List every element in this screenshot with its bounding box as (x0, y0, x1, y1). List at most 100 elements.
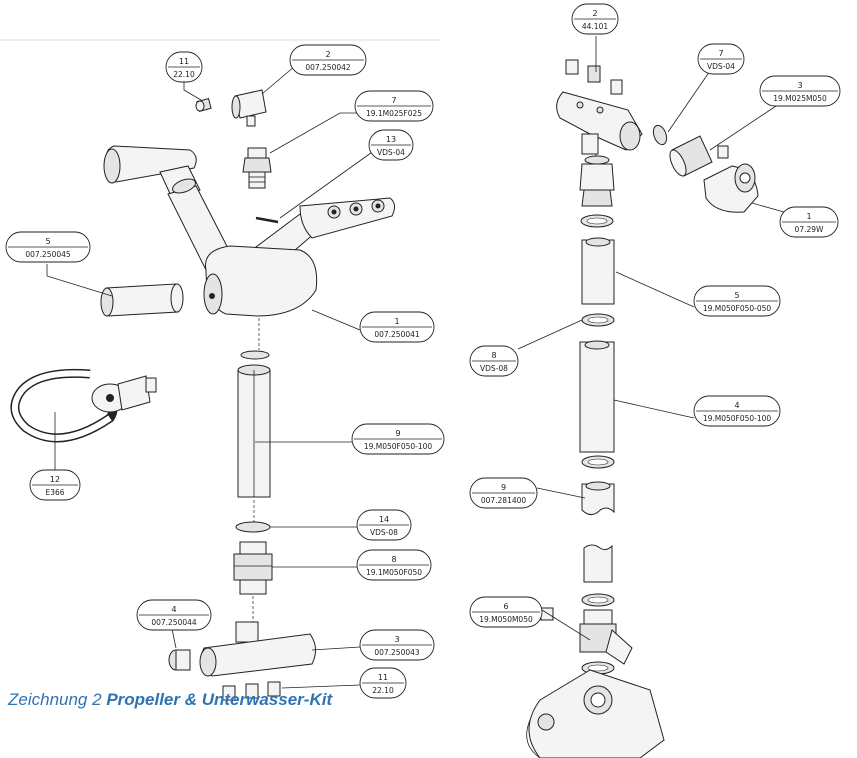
left-part-number: 3 (394, 635, 399, 644)
fitting-8 (233, 541, 273, 595)
left-part-number: 8 (391, 555, 396, 564)
seal-vds04 (652, 124, 668, 146)
left-part-code: 22.10 (372, 686, 394, 695)
coupling-upper (579, 155, 615, 207)
right-part-code: 19.M050M050 (479, 615, 533, 624)
left-part-number: 1 (394, 317, 399, 326)
left-balloon: 5 007.250045 (5, 231, 91, 263)
left-balloon: 9 19.M050F050-100 (351, 423, 445, 455)
left-part-number: 13 (386, 135, 396, 144)
left-part-code: VDS-08 (370, 528, 398, 537)
right-balloon: 4 19.M050F050-100 (693, 395, 781, 427)
right-part-number: 6 (503, 602, 508, 611)
tee-body (199, 621, 316, 677)
right-part-code: 44.101 (582, 22, 608, 31)
extension-100 (579, 340, 615, 453)
right-balloon: 3 19.M025M050 (759, 75, 841, 107)
fitting-6 (540, 607, 633, 665)
left-part-number: 2 (325, 50, 330, 59)
fitting-7 (242, 147, 272, 189)
caption-prefix: Zeichnung 2 (8, 690, 102, 709)
left-part-code: 22.10 (173, 70, 195, 79)
right-part-number: 4 (734, 401, 739, 410)
left-balloon: 11 22.10 (359, 667, 407, 699)
left-part-code: 007.250044 (151, 618, 197, 627)
left-part-code: 19.1M025F025 (366, 109, 422, 118)
right-part-number: 1 (806, 212, 811, 221)
extension-tube-100 (237, 364, 271, 498)
right-balloon: 1 07.29W (779, 206, 839, 238)
left-part-code: 007.250045 (25, 250, 71, 259)
right-part-code: 19.M025M050 (773, 94, 827, 103)
propeller-arm-left (103, 145, 233, 271)
left-balloon: 4 007.250044 (136, 599, 212, 631)
extension-050 (581, 237, 615, 305)
left-part-code: VDS-04 (377, 148, 405, 157)
left-balloon: 7 19.1M025F025 (354, 90, 434, 122)
left-part-code: 007.250043 (374, 648, 420, 657)
caption-title: Propeller & Unterwasser-Kit (106, 690, 333, 709)
adapter-3 (669, 135, 729, 177)
seal-pin (255, 216, 279, 224)
valve-body (526, 669, 665, 758)
right-part-code: 19.M050F050-050 (703, 304, 772, 313)
right-part-number: 2 (592, 9, 597, 18)
right-balloon: 2 44.101 (571, 3, 619, 35)
grease-nipples-bottom (222, 681, 281, 701)
left-part-code: 007.250042 (305, 63, 351, 72)
left-part-code: 19.M050F050-100 (364, 442, 433, 451)
seal-ring-upper (240, 350, 270, 360)
right-part-number: 8 (491, 351, 496, 360)
left-part-number: 14 (379, 515, 389, 524)
plug-b (587, 65, 601, 83)
right-balloon: 6 19.M050M050 (469, 596, 543, 628)
right-part-number: 9 (501, 483, 506, 492)
left-part-number: 7 (391, 96, 396, 105)
right-part-code: VDS-04 (707, 62, 735, 71)
part-labels-left: 1122.102007.250042719.1M025F02513VDS-045… (5, 44, 445, 699)
left-part-number: 11 (378, 673, 388, 682)
grease-nipple-top (195, 98, 212, 112)
left-part-number: 11 (179, 57, 189, 66)
left-part-number: 9 (395, 429, 400, 438)
right-part-number: 7 (718, 49, 723, 58)
left-balloon: 8 19.1M050F050 (356, 549, 432, 581)
left-part-code: 007.250041 (374, 330, 420, 339)
left-balloon: 3 007.250043 (359, 629, 435, 661)
left-balloon: 2 007.250042 (289, 44, 367, 76)
swivel-lifting-eye (10, 368, 157, 443)
right-part-number: 5 (734, 291, 739, 300)
figure-caption: Zeichnung 2 Propeller & Unterwasser-Kit (8, 690, 332, 710)
left-balloon: 11 22.10 (165, 51, 203, 83)
left-part-number: 5 (45, 237, 50, 246)
plug-a (565, 59, 579, 75)
right-balloon: 5 19.M050F050-050 (693, 285, 781, 317)
cap-block (231, 89, 267, 127)
propeller-kit-drawing (0, 39, 440, 701)
right-part-code: 007.281400 (481, 496, 527, 505)
plug-c (610, 79, 623, 95)
manifold-block (556, 91, 643, 155)
tube-007281400 (581, 481, 615, 583)
left-part-number: 12 (50, 475, 60, 484)
elbow-fitting (703, 163, 759, 213)
left-part-number: 4 (171, 605, 176, 614)
right-part-code: 19.M050F050-100 (703, 414, 772, 423)
left-part-code: 19.1M050F050 (366, 568, 422, 577)
right-balloon: 9 007.281400 (469, 477, 538, 509)
rotor-hub (203, 245, 318, 317)
right-part-code: 07.29W (795, 225, 824, 234)
right-part-code: VDS-08 (480, 364, 508, 373)
right-part-number: 3 (797, 81, 802, 90)
underwater-kit-drawing (517, 36, 806, 758)
plug (168, 649, 191, 671)
left-part-code: E366 (45, 488, 64, 497)
hub-pin (100, 283, 184, 317)
